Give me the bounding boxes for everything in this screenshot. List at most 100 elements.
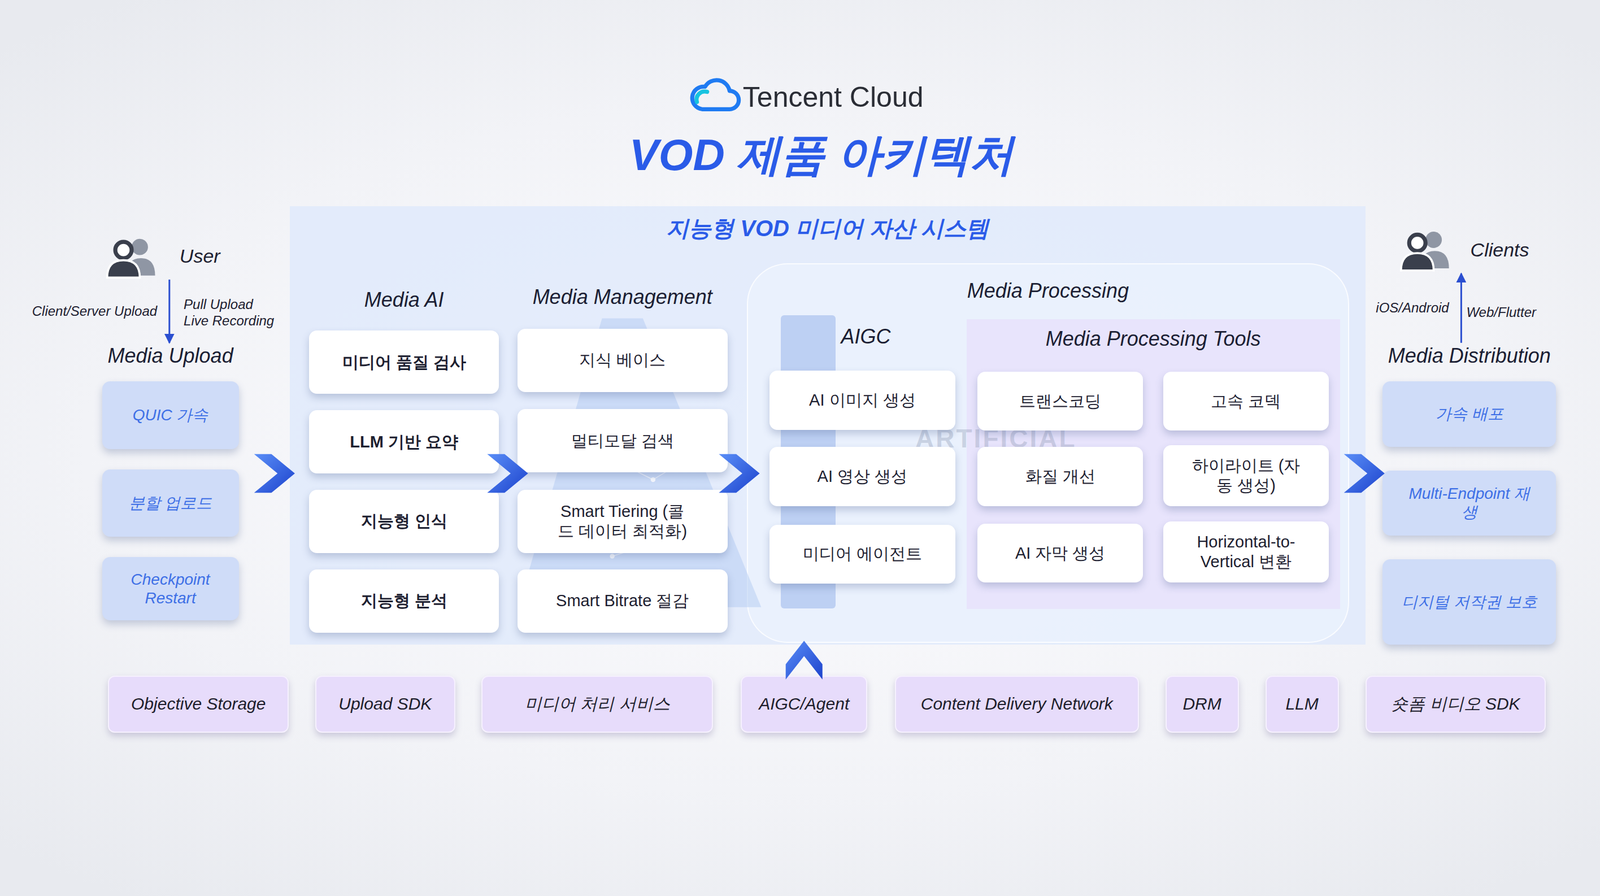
group-column: Media Distribution 가속 배포 Multi-Endpoint 재생…: [1379, 342, 1560, 646]
icon-body: [1401, 253, 1434, 271]
node-text: 멀티모달 검색: [571, 431, 675, 451]
node-text: 디지털 저작권 보호: [1401, 592, 1538, 612]
node-text: Multi-Endpoint 재생: [1407, 484, 1531, 523]
node-text: Objective Storage: [131, 694, 266, 714]
processing-region: Media ProcessingAIGCAI 이미지 생성AI 영상 생성미디어…: [746, 263, 1350, 643]
cloud-logo-accent: [696, 91, 708, 103]
platform-label: Web/Flutter: [1466, 303, 1537, 321]
edge-label: iOS/Android: [1375, 300, 1449, 316]
flow-chevron: [785, 640, 823, 680]
node-text: 지능형 분석: [361, 590, 448, 611]
upload-feature-box: 디지털 저작권 보호: [1382, 559, 1556, 646]
flow-chevron: [487, 454, 528, 494]
feature-box: AI 이미지 생성: [769, 370, 956, 430]
node-text: 트랜스코딩: [1019, 391, 1102, 412]
node-text: LLM: [1285, 694, 1319, 714]
group-column: Media UploadQUIC 가속분할 업로드 Checkpoint Rest…: [97, 342, 243, 625]
upload-feature-box: 분할 업로드: [102, 469, 239, 537]
node-text: 하이라이트 (자동 생성): [1184, 455, 1308, 496]
node-text: Horizontal-to-Vertical 변환: [1181, 532, 1311, 572]
node-text: Smart Tiering (콜드 데이터 최적화): [555, 501, 689, 542]
brand-name: Tencent Cloud: [742, 80, 924, 115]
edge-label: Client/Server Upload: [32, 303, 158, 320]
icon-head: [131, 238, 149, 256]
node-text: 화질 개선: [1025, 466, 1096, 487]
upload-mode-note: Pull Upload Live Recording: [183, 297, 280, 330]
service-box: 미디어 처리 서비스: [481, 675, 713, 733]
group-heading: Media Processing Tools: [966, 319, 1341, 359]
node-text: Smart Bitrate 절감: [555, 590, 689, 611]
feature-box: 지능형 분석: [309, 569, 499, 633]
feature-box: AI 영상 생성: [769, 446, 956, 507]
diagram-title: VOD 제품 아키텍처: [629, 125, 1014, 185]
node-text: 지식 베이스: [579, 350, 666, 371]
node-text: AI 자막 생성: [1015, 543, 1106, 564]
node-text: 분할 업로드: [128, 493, 213, 513]
group-heading: Media AI: [306, 283, 503, 317]
feature-box: 지능형 인식: [309, 489, 499, 554]
feature-box: Horizontal-to-Vertical 변환: [1163, 521, 1329, 583]
group-column: Media Management지식 베이스멀티모달 검색Smart Tieri…: [512, 281, 732, 637]
feature-box: 멀티모달 검색: [517, 409, 728, 473]
system-band: 지능형 VOD 미디어 자산 시스템 Media AI 미디어 품질 검사 LLM 기…: [289, 206, 1366, 646]
service-box: LLM: [1265, 675, 1339, 733]
node-text: LLM 기반 요약: [349, 432, 459, 452]
feature-box: 미디어 에이전트: [769, 524, 956, 585]
group-heading: Media Upload: [97, 342, 243, 370]
node-text: Clients: [1397, 238, 1529, 262]
icon-head: [1409, 234, 1426, 251]
flow-arrow: [168, 279, 171, 343]
group-heading: 지능형 VOD 미디어 자산 시스템: [289, 206, 1366, 251]
actor-node: User: [102, 232, 230, 280]
icon-body: [1420, 250, 1450, 269]
icon-head: [115, 241, 132, 259]
upload-feature-box: Multi-Endpoint 재생: [1382, 470, 1556, 537]
feature-box: 지식 베이스: [517, 328, 728, 393]
actor-node: Clients: [1397, 226, 1531, 274]
clients-icon: [1401, 231, 1450, 271]
flow-chevron: [1344, 454, 1385, 494]
node-text: AI 영상 생성: [817, 466, 908, 487]
feature-box: Smart Bitrate 절감: [517, 569, 728, 633]
node-text: Content Delivery Network: [920, 694, 1113, 714]
node-text: 미디어 처리 서비스: [524, 692, 671, 716]
group-heading: AIGC: [840, 315, 891, 359]
service-box: Content Delivery Network: [894, 675, 1139, 733]
upload-feature-box: QUIC 가속: [102, 381, 239, 449]
upload-feature-box: 가속 배포: [1382, 381, 1556, 447]
feature-box: 트랜스코딩: [977, 371, 1143, 432]
node-text: AI 이미지 생성: [809, 390, 916, 411]
feature-box: 화질 개선: [977, 446, 1143, 507]
flow-chevron: [718, 454, 760, 494]
cloud-logo: [692, 80, 739, 110]
node-text: Checkpoint Restart: [119, 570, 222, 608]
service-box: 숏폼 비디오 SDK: [1365, 675, 1547, 733]
node-text: 지능형 인식: [361, 511, 448, 532]
node-text: 미디어 에이전트: [802, 544, 923, 564]
group-column: Media AI 미디어 품질 검사 LLM 기반 요약지능형 인식지능형 분석: [306, 283, 503, 637]
upload-feature-box: Checkpoint Restart: [102, 557, 239, 621]
node-text: 숏폼 비디오 SDK: [1390, 692, 1520, 716]
service-box: AIGC/Agent: [740, 675, 868, 733]
service-box: Objective Storage: [107, 675, 289, 733]
group-heading: Media Distribution: [1379, 342, 1560, 370]
feature-box: 고속 코덱: [1163, 371, 1329, 432]
node-text: 고속 코덱: [1210, 391, 1281, 412]
feature-box: LLM 기반 요약: [309, 410, 499, 474]
icon-body: [107, 260, 141, 278]
node-text: QUIC 가속: [132, 405, 209, 425]
feature-box: Smart Tiering (콜드 데이터 최적화): [517, 489, 728, 554]
icon-body: [126, 258, 156, 276]
service-box: DRM: [1165, 675, 1239, 733]
aigc-column: AIGCAI 이미지 생성AI 영상 생성미디어 에이전트: [780, 315, 837, 608]
feature-box: AI 자막 생성: [977, 523, 1143, 584]
node-text: DRM: [1182, 694, 1221, 714]
tools-region: Media Processing Tools 트랜스코딩 고속 코덱화질 개선 하이라…: [966, 319, 1341, 610]
feature-box: 미디어 품질 검사: [309, 330, 499, 394]
flow-chevron: [254, 454, 295, 494]
node-text: 가속 배포: [1435, 404, 1504, 424]
service-box: Upload SDK: [315, 675, 455, 733]
icon-head: [1425, 231, 1442, 249]
node-text: User: [102, 245, 221, 268]
